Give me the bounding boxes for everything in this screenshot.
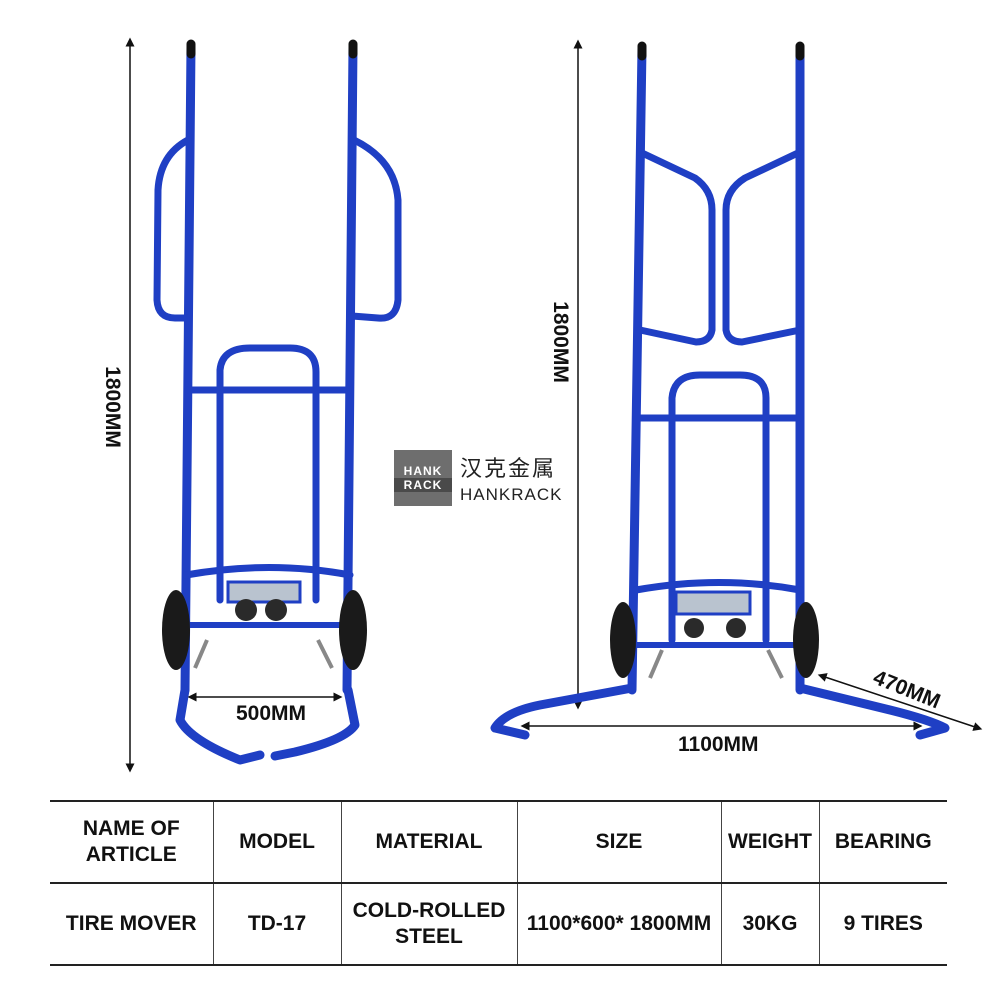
depth-arrow: [817, 673, 983, 731]
tire-mover-drawing: [125, 37, 983, 773]
caster-wheel: [265, 599, 287, 621]
caster-wheel: [726, 618, 746, 638]
header-material: MATERIAL: [340, 801, 517, 884]
logo-box-line2: RACK: [394, 478, 452, 492]
header-size: SIZE: [516, 801, 721, 884]
height-label-left: 1800MM: [101, 366, 124, 448]
header-bearing: BEARING: [818, 801, 947, 884]
wheel-right: [793, 602, 819, 678]
caster-wheel: [235, 599, 257, 621]
header-weight: WEIGHT: [720, 801, 819, 884]
toe-plate: [226, 580, 302, 604]
wheel-right: [339, 590, 367, 670]
wheel-left: [162, 590, 190, 670]
product-illustration: [125, 37, 983, 773]
spring: [766, 649, 784, 679]
logo-english-name: HANKRACK: [460, 485, 563, 504]
spring: [648, 649, 664, 679]
cell-size: 1100*600* 1800MM: [516, 883, 721, 966]
header-name-of-article: NAME OF ARTICLE: [50, 801, 213, 884]
cell-model: TD-17: [212, 883, 341, 966]
toe-plate: [674, 590, 752, 616]
caster-wheel: [684, 618, 704, 638]
logo-chinese-name: 汉克金属: [460, 457, 557, 482]
spring: [316, 639, 334, 669]
cell-name: TIRE MOVER: [50, 883, 213, 966]
wheel-left: [610, 602, 636, 678]
cell-weight: 30KG: [720, 883, 819, 966]
spec-table: NAME OF ARTICLE MODEL MATERIAL SIZE WEIG…: [50, 800, 947, 966]
height-label-right: 1800MM: [549, 301, 572, 383]
cell-material: COLD-ROLLED STEEL: [340, 883, 517, 966]
header-model: MODEL: [212, 801, 341, 884]
brand-logo: HANK RACK 汉克金属 HANKRACK: [394, 450, 562, 506]
front-view-trolley: [153, 39, 402, 765]
logo-text: 汉克金属 HANKRACK: [460, 451, 562, 505]
spring: [193, 639, 209, 669]
logo-box: HANK RACK: [394, 450, 452, 506]
length-label: 1100MM: [678, 733, 759, 756]
cell-bearing: 9 TIRES: [818, 883, 947, 966]
table-header-row: NAME OF ARTICLE MODEL MATERIAL SIZE WEIG…: [50, 801, 947, 884]
logo-box-line1: HANK: [403, 464, 443, 478]
table-row: TIRE MOVER TD-17 COLD-ROLLED STEEL 1100*…: [50, 883, 947, 966]
width-label: 500MM: [236, 702, 307, 725]
